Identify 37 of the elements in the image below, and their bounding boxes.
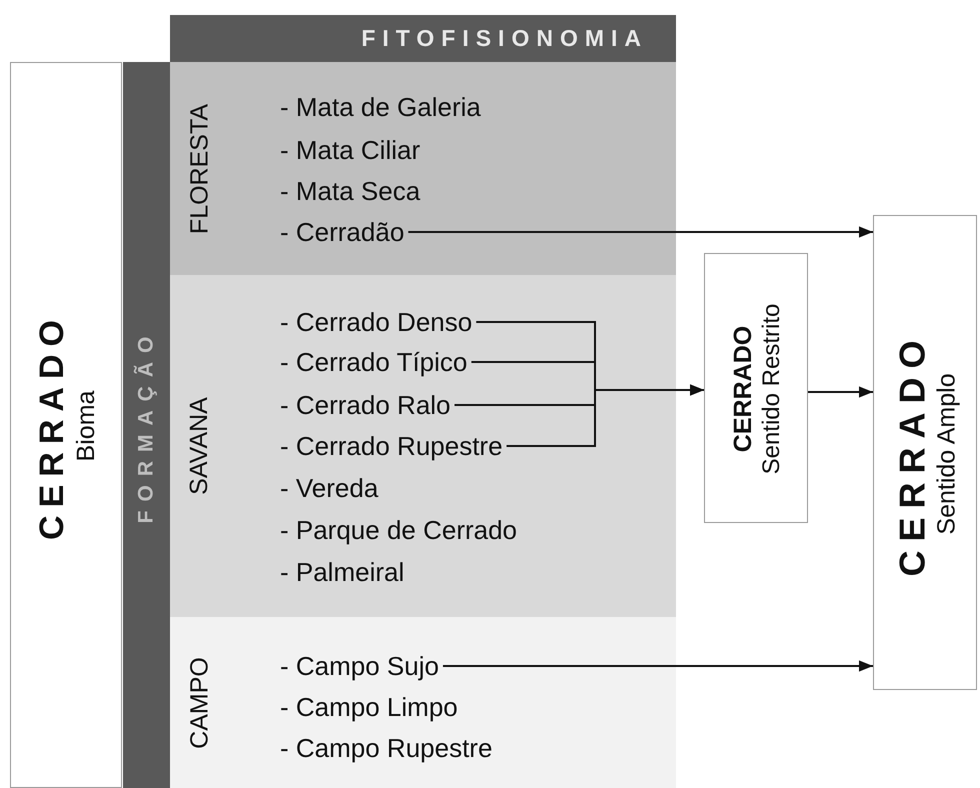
heading: CERRADO: [728, 326, 758, 452]
list-item: - Campo Limpo: [280, 691, 458, 723]
list-item: - Cerrado Rupestre: [280, 430, 503, 462]
heading: CERRADO: [33, 312, 72, 540]
subheading: Bioma: [72, 390, 101, 462]
heading: FLORESTA: [184, 103, 214, 234]
arrow: [408, 226, 873, 238]
list-item: - Cerradão: [280, 216, 404, 248]
formation-section: [170, 62, 676, 275]
arrow: [442, 660, 873, 672]
list-item: - Parque de Cerrado: [280, 514, 518, 546]
subheading: Sentido Amplo: [932, 372, 962, 534]
formation-band: [123, 62, 170, 788]
heading: CAMPO: [184, 656, 214, 748]
list-item: - Vereda: [280, 472, 378, 504]
header-band: [170, 15, 676, 62]
list-item: - Mata de Galeria: [280, 91, 481, 123]
heading: CERRADO: [890, 331, 932, 576]
list-item: - Mata Seca: [280, 175, 420, 207]
arrow: [808, 386, 873, 398]
list-item: - Campo Rupestre: [280, 732, 492, 764]
list-item: - Campo Sujo: [280, 650, 439, 682]
list-item: - Cerrado Típico: [280, 346, 468, 378]
result-box: [873, 215, 977, 690]
list-item: - Palmeiral: [280, 556, 404, 588]
result-box: [704, 253, 808, 523]
formation-section: [170, 617, 676, 788]
formation-section: [170, 275, 676, 617]
heading: FITOFISIONOMIA: [361, 25, 648, 52]
heading: FORMAÇÃO: [134, 327, 158, 523]
list-item: - Cerrado Ralo: [280, 389, 451, 421]
list-item: - Mata Ciliar: [280, 134, 420, 166]
heading: SAVANA: [184, 397, 214, 495]
biome-panel: [10, 62, 122, 788]
subheading: Sentido Restrito: [758, 304, 786, 474]
arrow: [506, 384, 704, 447]
list-item: - Cerrado Denso: [280, 306, 472, 338]
